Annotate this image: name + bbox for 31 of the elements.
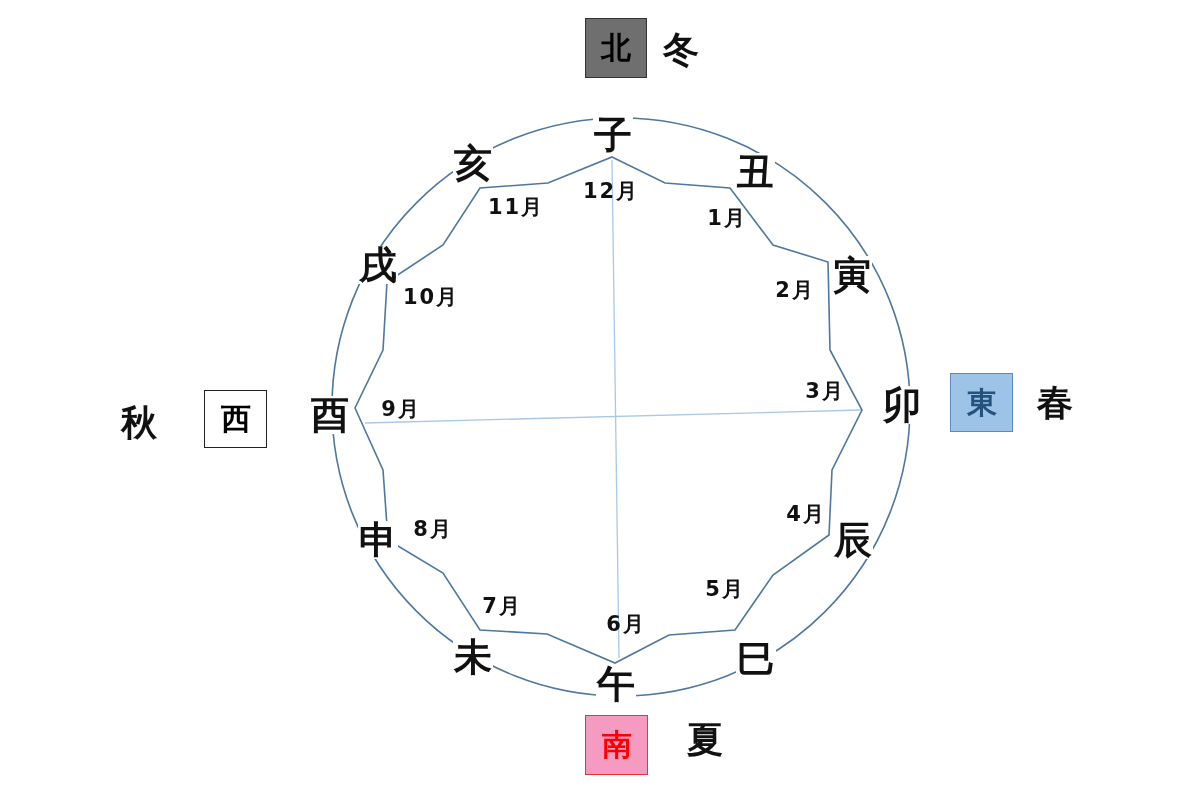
branch-character: 辰 [833, 521, 873, 559]
month-label: 10月 [402, 286, 460, 310]
month-label: 6月 [606, 613, 646, 637]
branch-character: 丑 [735, 153, 775, 191]
direction-box: 東 [950, 373, 1013, 432]
season-label: 夏 [687, 720, 723, 760]
month-label: 3月 [805, 380, 845, 404]
month-label: 5月 [705, 578, 745, 602]
branch-character: 未 [453, 638, 493, 676]
month-label: 7月 [482, 595, 522, 619]
month-label: 9月 [381, 398, 421, 422]
branch-character: 卯 [882, 386, 922, 424]
season-label: 春 [1037, 383, 1073, 423]
month-label: 1月 [707, 207, 747, 231]
month-label: 2月 [775, 279, 815, 303]
branch-character: 酉 [310, 396, 350, 434]
branch-character: 亥 [453, 144, 493, 182]
season-label: 秋 [121, 403, 157, 443]
direction-box: 西 [204, 390, 267, 448]
direction-box: 北 [585, 18, 647, 78]
branch-character: 寅 [832, 256, 872, 294]
branch-character: 申 [358, 521, 398, 559]
month-label: 11月 [487, 196, 545, 220]
direction-box: 南 [585, 715, 648, 775]
branch-character: 巳 [736, 640, 776, 678]
branch-character: 戌 [358, 246, 398, 284]
month-label: 4月 [786, 503, 826, 527]
season-label: 冬 [663, 30, 699, 70]
branch-character: 子 [593, 116, 633, 154]
month-label: 8月 [413, 518, 453, 542]
month-label: 12月 [582, 180, 640, 204]
